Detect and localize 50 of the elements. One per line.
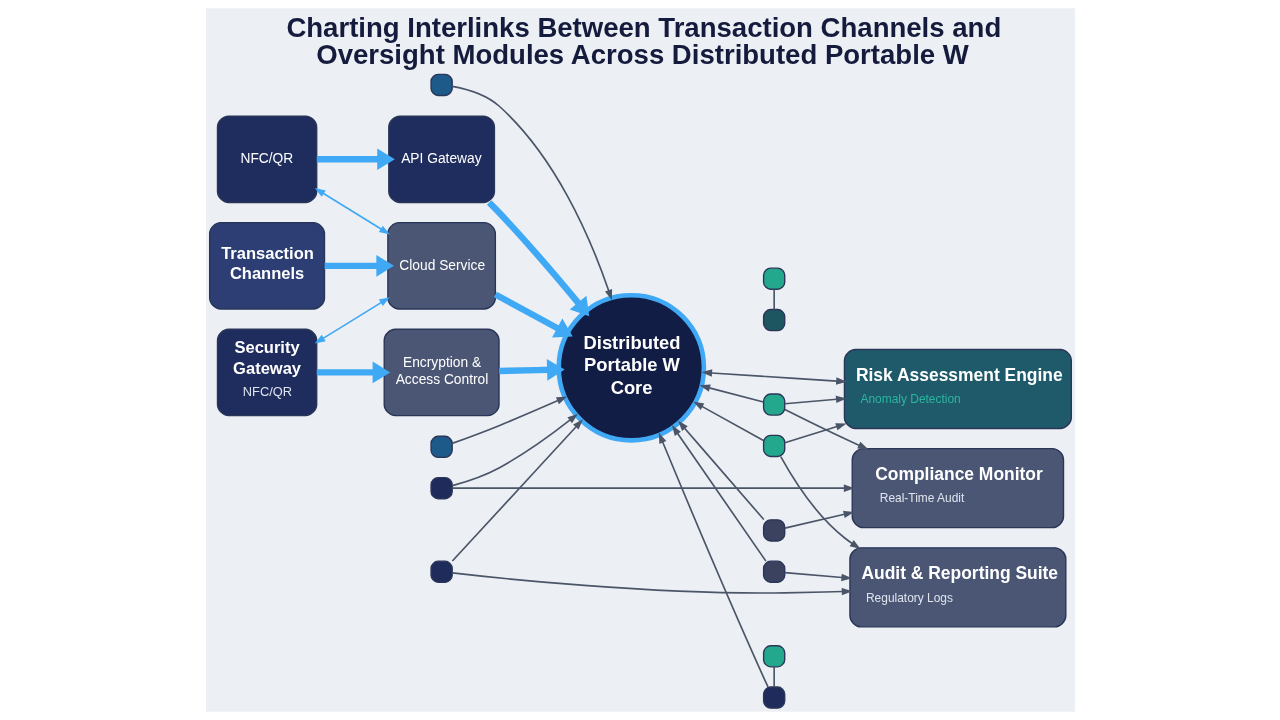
node-box: Compliance Monitor Real-Time Audit <box>851 447 1064 529</box>
arrow <box>316 148 395 171</box>
connector <box>772 666 775 688</box>
arrow <box>314 297 390 344</box>
arrow <box>314 188 390 235</box>
arrow <box>451 419 583 562</box>
arrow <box>316 361 390 384</box>
arrow <box>324 255 394 277</box>
arrow <box>783 571 852 582</box>
node-box <box>762 434 785 458</box>
node-box: Transaction Channels <box>208 222 325 310</box>
arrow <box>658 432 769 688</box>
node-box: Encryption & Access Control <box>383 328 500 417</box>
node-box <box>762 686 785 709</box>
node-box <box>429 476 453 500</box>
node-box <box>429 73 453 97</box>
connector <box>772 288 775 311</box>
node-box: Cloud Service <box>386 222 496 310</box>
arrow <box>677 420 765 521</box>
node-box <box>762 560 785 583</box>
arrow <box>700 369 847 385</box>
node-box <box>762 645 785 668</box>
node-box: Security Gateway NFC/QR <box>216 328 317 417</box>
arrow <box>451 85 612 301</box>
node-box <box>762 308 785 332</box>
arrow <box>450 396 567 445</box>
arrow <box>692 401 764 442</box>
node-box <box>429 435 453 459</box>
arrow <box>783 510 854 529</box>
arrow <box>699 384 764 403</box>
arrow <box>486 200 589 317</box>
arrow <box>783 395 847 405</box>
node-box: NFC/QR <box>216 115 317 204</box>
arrow <box>783 423 847 444</box>
node-box: Audit & Reporting Suite Regulatory Logs <box>848 547 1066 628</box>
arrow <box>779 455 861 550</box>
node-box <box>762 519 785 542</box>
node-box: Risk Assessment Engine Anomaly Detection <box>843 348 1072 430</box>
arrow <box>671 425 767 562</box>
node-box <box>429 560 453 583</box>
arrow <box>493 291 573 338</box>
diagram-title: Charting Interlinks Between Transaction Channels and Oversight Modules Across Distributed Portable W <box>285 11 1001 71</box>
node-box <box>762 267 785 290</box>
node-box: API Gateway <box>387 115 495 204</box>
node-box <box>762 393 785 416</box>
arrow <box>451 572 852 596</box>
arrow <box>498 359 565 381</box>
arrow <box>451 484 854 492</box>
arrow <box>451 413 578 487</box>
arrow <box>783 408 868 450</box>
